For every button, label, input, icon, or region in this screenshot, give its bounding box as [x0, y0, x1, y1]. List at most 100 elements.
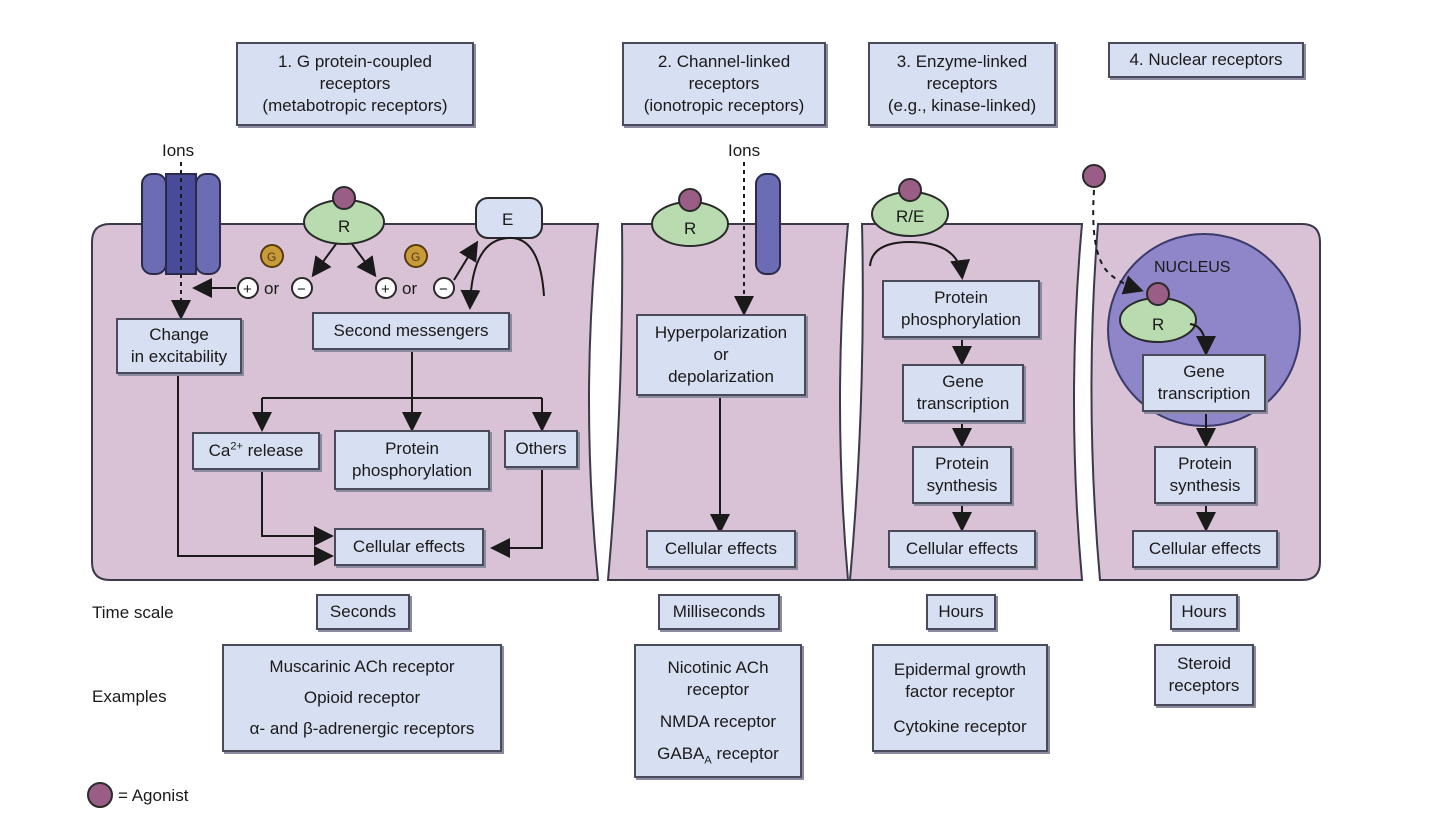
minus-icon-1	[291, 277, 313, 299]
ca-release-prefix: Ca	[208, 441, 231, 460]
example-channel-1: Nicotinic ACh receptor	[667, 657, 768, 701]
plus-icon-1	[237, 277, 259, 299]
hyper-depol-line-2: or	[713, 345, 729, 364]
example-gpcr-1: Muscarinic ACh receptor	[269, 657, 455, 677]
agonist-gpcr	[332, 186, 356, 210]
g-protein-letter-1: G	[267, 250, 276, 264]
agonist-nuclear-bound	[1146, 282, 1170, 306]
g-protein-letter-2: G	[411, 250, 420, 264]
cellular-effects-nuclear-box: Cellular effects	[1132, 530, 1278, 568]
change-excitability-line-2: in excitability	[130, 347, 228, 366]
time-scale-label: Time scale	[92, 603, 174, 622]
example-enzyme-2: Cytokine receptor	[893, 716, 1027, 736]
time-scale-nuclear: Hours	[1170, 594, 1238, 630]
hyper-depolarization-box: Hyperpolarization or depolarization	[636, 314, 806, 396]
example-channel-2: NMDA receptor	[659, 712, 777, 731]
example-channel-3-subscript: A	[704, 754, 712, 767]
header-channel: 2. Channel-linked receptors (ionotropic …	[622, 42, 826, 126]
protein-phosphorylation-enzyme-box: Protein phosphorylation	[882, 280, 1040, 338]
header-nuclear-line-1: 4. Nuclear receptors	[1129, 50, 1283, 69]
example-gpcr-2: Opioid receptor	[303, 687, 421, 707]
header-gpcr: 1. G protein-coupled receptors (metabotr…	[236, 42, 474, 126]
ion-channel-single	[755, 173, 781, 275]
cell-panel-gpcr	[91, 223, 600, 581]
receptor-label-nuclear: R	[1152, 315, 1164, 334]
cellular-effects-gpcr-label: Cellular effects	[352, 537, 466, 556]
g-protein-icon-2	[404, 244, 428, 268]
time-scale-gpcr: Seconds	[316, 594, 410, 630]
hyper-depol-line-1: Hyperpolarization	[654, 323, 788, 342]
cellular-effects-channel-label: Cellular effects	[664, 539, 778, 558]
protein-synth-enzyme-line-2: synthesis	[926, 476, 998, 495]
time-scale-channel: Milliseconds	[658, 594, 780, 630]
hyper-depol-line-3: depolarization	[668, 367, 774, 386]
protein-phos-enzyme-line-2: phosphorylation	[900, 310, 1022, 329]
example-enzyme-1: Epidermal growth factor receptor	[894, 659, 1026, 703]
header-channel-line-2: receptors	[688, 74, 760, 93]
cellular-effects-enzyme-box: Cellular effects	[888, 530, 1036, 568]
example-nuclear-line-2: receptors	[1168, 676, 1240, 695]
header-enzyme-line-3: (e.g., kinase-linked)	[887, 96, 1037, 115]
protein-synth-enzyme-line-1: Protein	[935, 454, 989, 473]
examples-gpcr: Muscarinic ACh receptor Opioid receptor …	[222, 644, 502, 752]
ion-channel-gpcr	[141, 173, 221, 275]
header-gpcr-line-2: receptors	[319, 74, 391, 93]
gene-transcription-nuclear-box: Gene transcription	[1142, 354, 1266, 412]
protein-synthesis-enzyme-box: Protein synthesis	[912, 446, 1012, 504]
plus-icon-2	[375, 277, 397, 299]
ca-release-box: Ca2+ release	[192, 432, 320, 470]
example-nuclear-line-1: Steroid	[1177, 654, 1231, 673]
example-channel-1-line-1: Nicotinic ACh	[667, 658, 769, 677]
ions-label-channel: Ions	[728, 141, 760, 160]
cell-panel-channel	[606, 223, 850, 581]
receptor-enzyme-label: R/E	[896, 207, 924, 226]
protein-synth-nuclear-line-1: Protein	[1178, 454, 1232, 473]
plus-sign-2: +	[381, 281, 390, 298]
example-gpcr-3: α- and β-adrenergic receptors	[249, 718, 475, 738]
second-messengers-box: Second messengers	[312, 312, 510, 350]
g-protein-icon-1	[260, 244, 284, 268]
protein-phos-gpcr-line-1: Protein	[385, 439, 439, 458]
examples-channel: Nicotinic ACh receptor NMDA receptor GAB…	[634, 644, 802, 778]
nucleus-label: NUCLEUS	[1154, 259, 1230, 276]
example-channel-1-line-2: receptor	[686, 680, 750, 699]
header-gpcr-line-1: 1. G protein-coupled	[277, 52, 433, 71]
header-channel-line-1: 2. Channel-linked	[657, 52, 791, 71]
minus-icon-2	[433, 277, 455, 299]
gene-transcription-enzyme-box: Gene transcription	[902, 364, 1024, 422]
protein-phosphorylation-gpcr-box: Protein phosphorylation	[334, 430, 490, 490]
protein-synth-nuclear-line-2: synthesis	[1169, 476, 1241, 495]
or-label-2: or	[402, 279, 417, 298]
agonist-legend-label: = Agonist	[118, 786, 189, 805]
effector-label: E	[502, 210, 513, 229]
header-gpcr-line-3: (metabotropic receptors)	[262, 96, 448, 115]
time-scale-nuclear-value: Hours	[1181, 602, 1227, 621]
receptor-label-gpcr: R	[338, 217, 350, 236]
agonist-nuclear-outside	[1082, 164, 1106, 188]
ca-release-label: Ca2+ release	[209, 440, 304, 462]
agonist-enzyme	[898, 178, 922, 202]
minus-sign-2: −	[439, 281, 448, 298]
time-scale-channel-value: Milliseconds	[672, 602, 766, 621]
time-scale-gpcr-value: Seconds	[329, 602, 397, 621]
protein-synthesis-nuclear-box: Protein synthesis	[1154, 446, 1256, 504]
header-nuclear: 4. Nuclear receptors	[1108, 42, 1304, 78]
header-enzyme-line-1: 3. Enzyme-linked	[896, 52, 1028, 71]
examples-nuclear: Steroid receptors	[1154, 644, 1254, 706]
gene-trans-nuclear-line-1: Gene	[1183, 362, 1225, 381]
examples-enzyme: Epidermal growth factor receptor Cytokin…	[872, 644, 1048, 752]
receptor-label-channel: R	[684, 219, 696, 238]
header-enzyme: 3. Enzyme-linked receptors (e.g., kinase…	[868, 42, 1056, 126]
others-label: Others	[515, 439, 567, 458]
protein-phos-enzyme-line-1: Protein	[934, 288, 988, 307]
header-channel-line-3: (ionotropic receptors)	[643, 96, 805, 115]
ca-release-superscript: 2+	[230, 440, 243, 453]
gene-trans-enzyme-line-1: Gene	[942, 372, 984, 391]
cellular-effects-enzyme-label: Cellular effects	[905, 539, 1019, 558]
example-enzyme-1-line-2: factor receptor	[905, 681, 1015, 701]
agonist-legend-icon	[87, 782, 113, 808]
cellular-effects-nuclear-label: Cellular effects	[1148, 539, 1262, 558]
second-messengers-label: Second messengers	[333, 321, 489, 340]
protein-phos-gpcr-line-2: phosphorylation	[351, 461, 473, 480]
header-enzyme-line-2: receptors	[926, 74, 998, 93]
